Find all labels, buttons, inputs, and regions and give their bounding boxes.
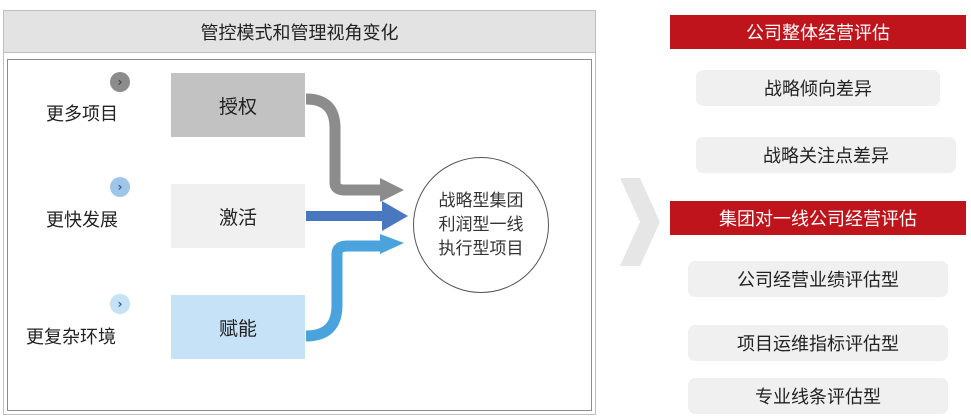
item-professional-line: 专业线条评估型	[688, 378, 948, 414]
item-strategy-tendency: 战略倾向差异	[696, 70, 940, 106]
row-label-complex-environment: 更复杂环境	[26, 327, 116, 348]
chevron-right-icon: ›	[110, 177, 130, 197]
circle-line-2: 利润型一线	[438, 215, 524, 235]
box-activate: 激活	[171, 184, 305, 248]
chevron-right-icon: ›	[110, 72, 130, 92]
section-title-overall-evaluation: 公司整体经营评估	[670, 15, 966, 49]
item-strategy-focus: 战略关注点差异	[696, 137, 956, 173]
circle-line-3: 执行型项目	[438, 239, 524, 259]
panel-title: 管控模式和管理视角变化	[4, 11, 595, 53]
box-empower: 赋能	[171, 295, 305, 359]
box-authorize: 授权	[171, 73, 305, 137]
panel-body	[7, 59, 592, 411]
item-operation-indicator: 项目运维指标评估型	[688, 325, 948, 361]
target-circle: 战略型集团 利润型一线 执行型项目	[413, 157, 549, 293]
section-title-group-evaluation: 集团对一线公司经营评估	[670, 201, 966, 235]
row-label-faster-development: 更快发展	[46, 210, 118, 231]
chevron-right-icon: ›	[110, 294, 130, 314]
item-performance-evaluation: 公司经营业绩评估型	[688, 261, 948, 297]
chevron-separator-icon	[620, 178, 660, 266]
circle-line-1: 战略型集团	[438, 191, 524, 211]
row-label-more-projects: 更多项目	[46, 104, 118, 125]
